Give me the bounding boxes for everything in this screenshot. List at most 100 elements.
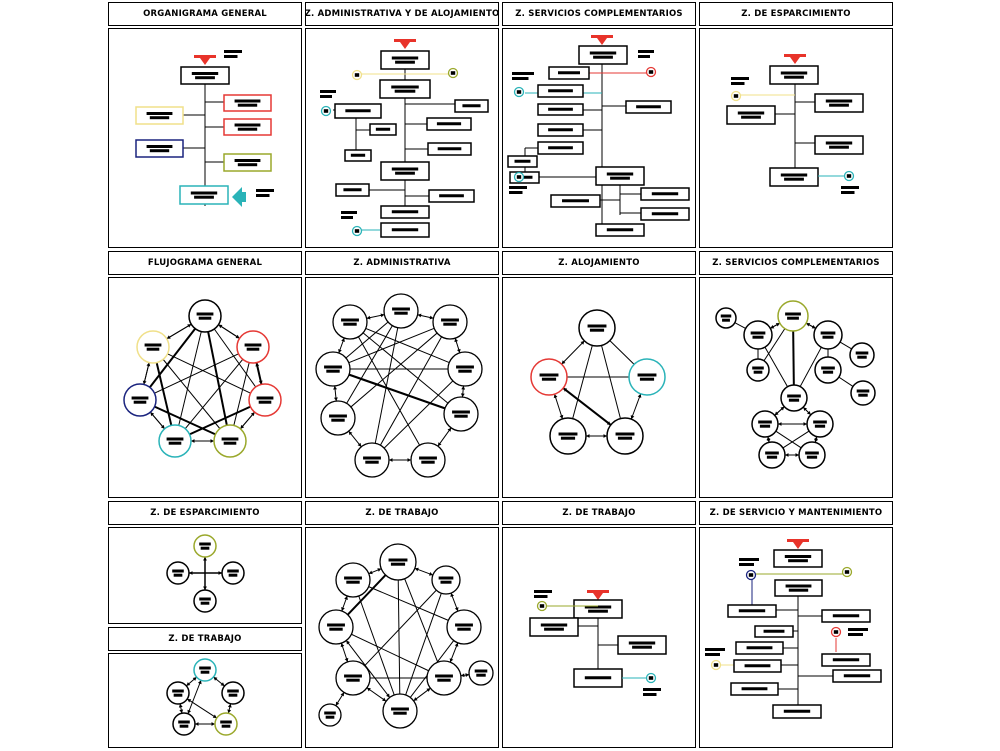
annotation-mark — [731, 82, 745, 85]
arrowhead — [454, 338, 459, 343]
arrowhead — [460, 673, 465, 678]
flow-relation — [379, 336, 443, 446]
connector-dot-mark — [323, 109, 329, 113]
label-mark — [825, 141, 853, 145]
label-mark — [200, 546, 210, 550]
arrowhead — [348, 431, 353, 436]
annotation-mark — [224, 55, 238, 58]
label-mark — [628, 641, 656, 645]
label-mark — [436, 122, 462, 126]
label-mark — [610, 176, 630, 180]
label-mark — [199, 666, 211, 670]
annotation-mark — [638, 50, 654, 53]
arrowhead — [227, 709, 232, 714]
connector-dot-mark — [516, 90, 522, 94]
label-mark — [744, 664, 771, 668]
label-mark — [560, 436, 576, 440]
label-mark — [375, 127, 391, 131]
arrowhead — [456, 348, 461, 353]
label-mark — [391, 85, 419, 89]
org-node-box — [573, 599, 623, 619]
arrowhead — [227, 703, 232, 708]
arrowhead — [213, 676, 218, 681]
flow-relation — [609, 340, 635, 365]
arrowhead — [212, 714, 217, 719]
label-mark — [548, 89, 573, 93]
label-mark — [462, 104, 481, 108]
arrowhead — [447, 427, 452, 432]
arrowhead — [340, 643, 345, 648]
label-mark — [806, 455, 818, 459]
arrowhead — [187, 698, 192, 703]
flow-node-circle — [320, 400, 356, 436]
label-mark — [195, 76, 215, 80]
label-mark — [258, 400, 272, 404]
label-mark — [758, 420, 772, 424]
flow-relation — [149, 328, 196, 388]
flow-node-circle — [447, 351, 483, 387]
org-node-box — [769, 65, 819, 85]
arrowhead — [563, 388, 568, 392]
arrowhead — [368, 570, 373, 575]
label-mark — [173, 693, 183, 697]
flow-relation — [189, 405, 251, 436]
arrowhead — [142, 380, 147, 385]
arrowhead — [449, 658, 454, 663]
label-mark — [832, 614, 860, 618]
label-mark — [200, 601, 210, 605]
arrowhead — [341, 607, 345, 612]
label-mark — [227, 689, 239, 693]
connector-dot-mark — [516, 175, 522, 179]
label-mark — [651, 212, 679, 216]
flow-node-circle — [354, 442, 390, 478]
arrowhead — [146, 362, 151, 367]
label-mark — [228, 693, 238, 697]
entry-arrow-side-tail — [242, 192, 246, 202]
label-mark — [805, 451, 819, 455]
label-mark — [458, 369, 472, 373]
label-mark — [738, 609, 766, 613]
label-mark — [474, 669, 488, 673]
flow-node-circle — [578, 309, 616, 347]
label-mark — [617, 436, 633, 440]
label-mark — [784, 555, 812, 558]
label-mark — [421, 460, 435, 464]
flow-node-circle — [751, 410, 779, 438]
flow-node-circle — [715, 307, 737, 329]
flow-relation — [374, 327, 399, 444]
arrowhead — [586, 434, 590, 438]
label-mark — [324, 365, 342, 369]
flow-relation — [207, 331, 228, 426]
label-mark — [720, 314, 732, 318]
arrowhead — [778, 422, 782, 426]
flow-relation — [154, 353, 239, 394]
arrowhead — [559, 414, 564, 419]
label-mark — [829, 145, 849, 149]
label-mark — [191, 72, 219, 75]
flow-node-circle — [426, 660, 462, 696]
flow-node-circle — [318, 609, 354, 645]
flow-node-circle — [166, 561, 190, 585]
label-mark — [639, 377, 655, 381]
arrowhead — [218, 324, 223, 329]
label-mark — [606, 228, 634, 232]
label-mark — [395, 171, 415, 175]
label-mark — [456, 365, 474, 369]
arrowhead — [460, 393, 465, 398]
annotation-mark — [534, 595, 548, 598]
flow-node-circle — [188, 299, 222, 333]
flow-node-circle — [166, 681, 190, 705]
label-mark — [391, 228, 419, 232]
flow-relation — [348, 373, 446, 410]
flow-node-circle — [468, 660, 494, 686]
arrowhead — [785, 453, 789, 457]
label-mark — [393, 711, 407, 715]
org-node-box — [223, 153, 272, 172]
label-mark — [326, 369, 340, 373]
label-mark — [220, 720, 232, 724]
flow-node-circle — [193, 589, 217, 613]
flow-node-circle — [443, 396, 479, 432]
flow-node-circle — [850, 380, 876, 406]
arrowhead — [341, 337, 345, 342]
arrowhead — [814, 436, 818, 441]
